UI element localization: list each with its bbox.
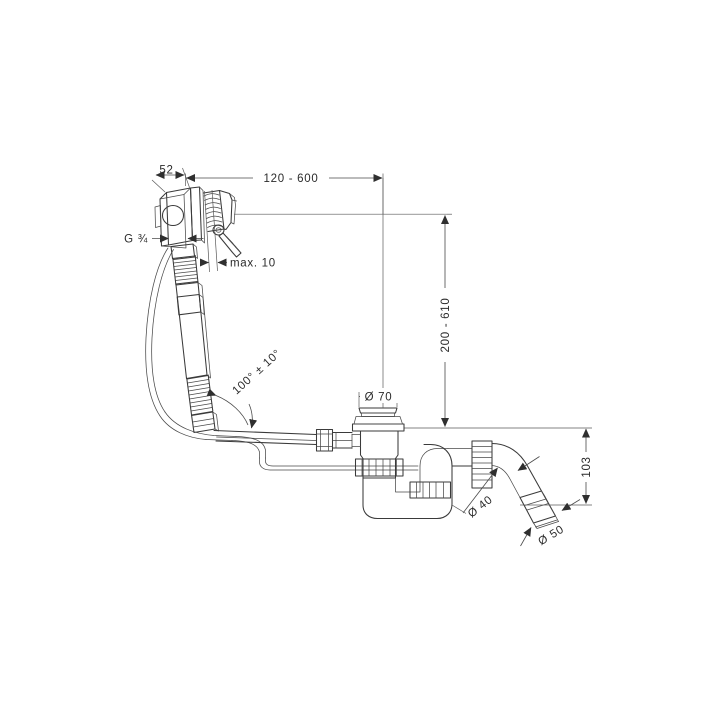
dimension-200-610: 200 - 610 — [404, 213, 592, 429]
valve-axis-extension — [234, 178, 447, 408]
outlet-spigot — [491, 442, 559, 529]
hose-corrugation-upper — [172, 254, 199, 286]
overflow-cover — [351, 407, 405, 432]
dimension-g34: G ¾ — [124, 234, 204, 246]
trap-sleeve-ribs — [409, 481, 452, 499]
dim-52-label: 52 — [159, 165, 173, 177]
valve-body — [154, 186, 242, 258]
horizontal-pipe — [213, 428, 353, 452]
dim-g34-label: G ¾ — [124, 234, 148, 246]
dimension-103: 103 — [520, 428, 595, 506]
trap-bend — [362, 443, 453, 520]
flexible-hose-upper — [170, 243, 211, 380]
dimension-dia-70: Ø 70 — [358, 388, 398, 407]
dim-120-600-label: 120 - 600 — [264, 173, 319, 185]
dimension-120-600: 120 - 600 — [185, 170, 384, 215]
dim-max-10-label: max. 10 — [230, 258, 276, 270]
dimension-max-10: max. 10 — [200, 189, 276, 273]
dim-200-610-label: 200 - 610 — [440, 298, 452, 353]
bowden-cable — [145, 247, 419, 471]
dim-103-label: 103 — [581, 456, 593, 477]
waste-body — [351, 430, 404, 479]
union-nut — [315, 428, 334, 452]
waste-collar-ribs — [354, 458, 404, 477]
dim-dia-70-label: Ø 70 — [365, 392, 393, 404]
